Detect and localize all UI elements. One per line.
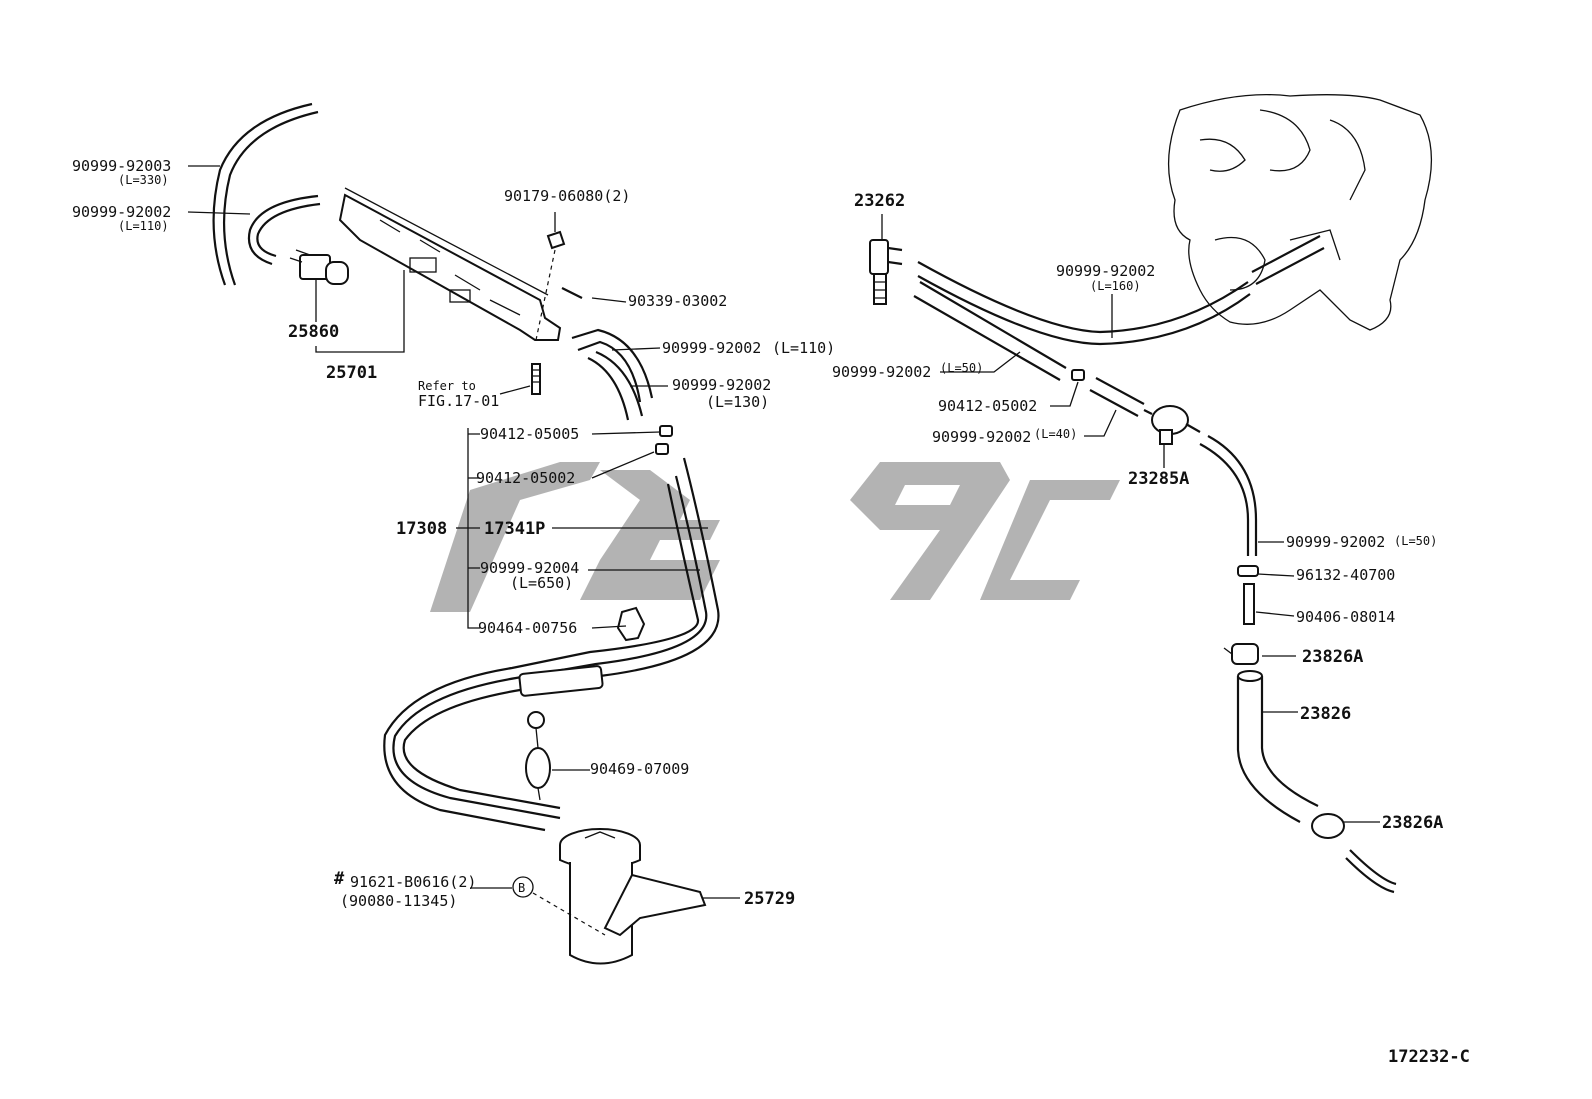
hose-bundle-17341p[interactable] [383, 457, 720, 832]
label-90999-92003-len: (L=330) [118, 173, 169, 187]
label-25729[interactable]: 25729 [744, 889, 795, 909]
leader-lines [187, 165, 1380, 899]
hose-90999-92002-c[interactable] [587, 350, 644, 421]
clip-90464-part[interactable] [616, 606, 646, 642]
label-90080[interactable]: (90080-11345) [340, 892, 457, 910]
label-90999-92002-f-len: (L=40) [1034, 427, 1077, 441]
vsv-25860-part[interactable] [289, 249, 349, 285]
bracket-25701-part[interactable] [338, 187, 562, 341]
stud-bolt-part [531, 363, 541, 395]
clamp-23826a-a-part[interactable] [1223, 643, 1259, 665]
part-labels: 90999-92003 (L=330) 90999-92002 (L=110) … [72, 157, 1470, 1067]
label-90999-92002-c[interactable]: 90999-92002 [672, 376, 771, 394]
label-23826a-a[interactable]: 23826A [1302, 647, 1363, 667]
label-25701[interactable]: 25701 [326, 363, 377, 383]
label-90999-92002-d[interactable]: 90999-92002 [1056, 262, 1155, 280]
hose-90999-92002-f[interactable] [1089, 377, 1145, 417]
label-90412-05002-b[interactable]: 90412-05002 [938, 397, 1037, 415]
label-91621[interactable]: 91621-B0616(2) [350, 873, 476, 891]
label-90339[interactable]: 90339-03002 [628, 292, 727, 310]
engine-outline [1167, 94, 1433, 331]
filter-25729-part[interactable] [559, 828, 707, 965]
label-25860[interactable]: 25860 [288, 322, 339, 342]
label-90999-92003[interactable]: 90999-92003 [72, 157, 171, 175]
clamp-23826a-b-part[interactable] [1311, 813, 1345, 839]
label-90999-92002-e-len: (L=50) [940, 361, 983, 375]
label-90179[interactable]: 90179-06080(2) [504, 187, 630, 205]
label-90464[interactable]: 90464-00756 [478, 619, 577, 637]
hose-90999-92002-e[interactable] [913, 281, 1067, 381]
label-90999-92002-g-len: (L=50) [1394, 534, 1437, 548]
label-23826[interactable]: 23826 [1300, 704, 1351, 724]
marker-b-label: B [518, 881, 525, 895]
label-90406[interactable]: 90406-08014 [1296, 608, 1395, 626]
hose-90999-92002-d[interactable] [917, 235, 1325, 346]
hose-90999-92002-b[interactable] [571, 328, 654, 403]
label-90999-92002-e[interactable]: 90999-92002 [832, 363, 931, 381]
label-90999-92002-a-len: (L=110) [118, 219, 169, 233]
clamp-90469-part[interactable] [525, 711, 551, 801]
hose-90999-92002-g[interactable] [1199, 435, 1258, 556]
label-90999-92002-f[interactable]: 90999-92002 [932, 428, 1031, 446]
label-90412-05005[interactable]: 90412-05005 [480, 425, 579, 443]
fitting-90406-part[interactable] [1243, 583, 1255, 625]
label-23826a-b[interactable]: 23826A [1382, 813, 1443, 833]
label-90999-92002-d-len: (L=160) [1090, 279, 1141, 293]
label-refer-to: Refer to [418, 379, 476, 393]
label-fig-ref[interactable]: FIG.17-01 [418, 392, 499, 410]
label-90469[interactable]: 90469-07009 [590, 760, 689, 778]
connector-96132-part[interactable] [1237, 565, 1259, 577]
marker-b: B [512, 876, 606, 936]
valve-23262-part[interactable] [869, 239, 903, 305]
pin-90339-part[interactable] [561, 287, 583, 299]
hose-90999-92003[interactable] [212, 102, 319, 286]
label-hash: # [334, 869, 345, 889]
clamp-90412-05002-part[interactable] [655, 443, 669, 455]
label-17308[interactable]: 17308 [396, 519, 447, 539]
vsv-23285a-part[interactable] [1143, 405, 1201, 445]
nut-90179-part[interactable] [535, 230, 566, 341]
hose-23826-part[interactable] [1236, 670, 1319, 823]
label-90999-92002-b[interactable]: 90999-92002 [662, 339, 761, 357]
label-90412-05002-a[interactable]: 90412-05002 [476, 469, 575, 487]
label-90999-92004-len: (L=650) [510, 574, 573, 592]
label-90999-92002-c-len: (L=130) [706, 393, 769, 411]
label-90999-92002-a[interactable]: 90999-92002 [72, 203, 171, 221]
hose-90999-92002-a[interactable] [247, 194, 321, 266]
label-96132[interactable]: 96132-40700 [1296, 566, 1395, 584]
clamp-90412-05002-b-part[interactable] [1071, 369, 1085, 381]
label-90999-92002-b-len: (L=110) [772, 339, 835, 357]
label-90999-92002-g[interactable]: 90999-92002 [1286, 533, 1385, 551]
label-17341p[interactable]: 17341P [484, 519, 545, 539]
label-23262[interactable]: 23262 [854, 191, 905, 211]
diagram-id: 172232-C [1388, 1047, 1470, 1067]
label-23285a[interactable]: 23285A [1128, 469, 1189, 489]
label-90999-92004[interactable]: 90999-92004 [480, 559, 579, 577]
clamp-90412-05005-part[interactable] [659, 425, 673, 437]
hose-tail [1345, 849, 1397, 894]
